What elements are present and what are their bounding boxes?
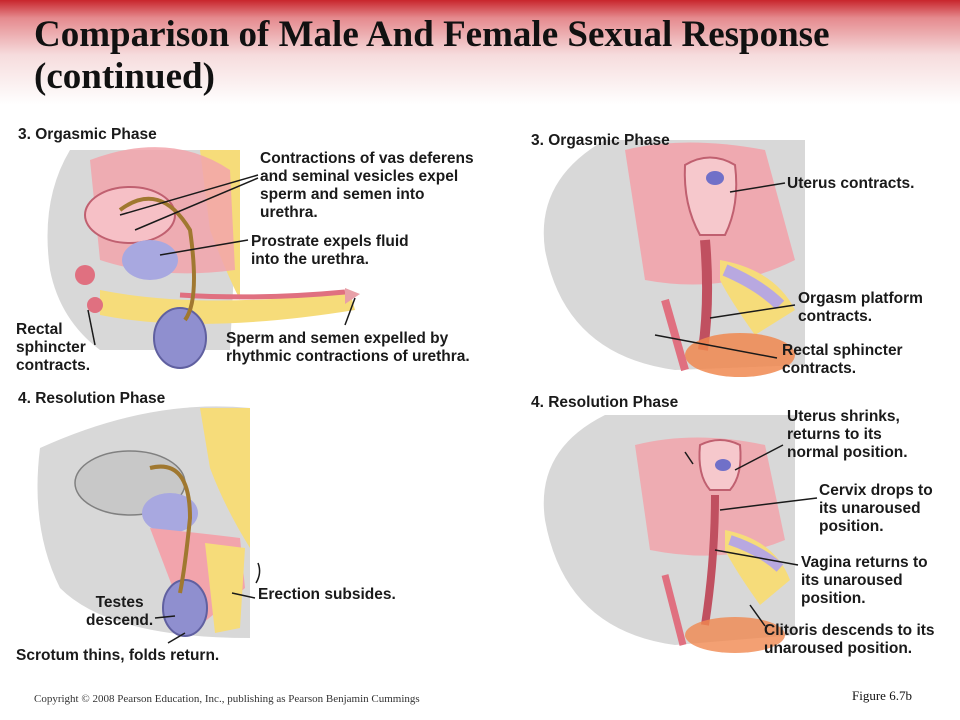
male-orgasmic-panel: 3. Orgasmic Phase Contractions of vas de… xyxy=(0,120,500,385)
copyright-notice: Copyright © 2008 Pearson Education, Inc.… xyxy=(34,693,420,705)
male-rectal-sphincter-label: Rectal sphincter contracts. xyxy=(16,321,91,374)
sperm-expelled-label: Sperm and semen expelled by rhythmic con… xyxy=(226,330,470,365)
vas-deferens-label: Contractions of vas deferens and seminal… xyxy=(260,150,474,221)
figure-reference: Figure 6.7b xyxy=(852,688,912,703)
prostate-label: Prostrate expels fluid into the urethra. xyxy=(251,233,409,268)
testes-descend-label: Testes descend. xyxy=(86,594,154,629)
male-resolution-panel: 4. Resolution Phase Erection subsides. T… xyxy=(0,388,500,670)
female-orgasmic-panel: 3. Orgasmic Phase Uterus contracts. Orga… xyxy=(525,120,955,390)
female-resolution-illustration xyxy=(543,415,818,653)
female-resolution-panel: 4. Resolution Phase Uterus shrinks, retu… xyxy=(525,390,955,670)
male-orgasmic-illustration xyxy=(10,130,360,370)
clitoris-descends-label: Clitoris descends to its unaroused posit… xyxy=(764,622,935,657)
cervix-drops-label: Cervix drops to its unaroused position. xyxy=(819,482,933,535)
orgasm-platform-label: Orgasm platform contracts. xyxy=(798,290,923,325)
uterus-contracts-label: Uterus contracts. xyxy=(787,175,915,192)
female-rectal-sphincter-label: Rectal sphincter contracts. xyxy=(782,342,903,377)
male-resolution-heading: 4. Resolution Phase xyxy=(18,390,166,407)
title-bar xyxy=(0,0,960,110)
scrotum-thins-label: Scrotum thins, folds return. xyxy=(16,647,220,664)
female-orgasmic-illustration xyxy=(543,140,805,377)
male-orgasmic-heading: 3. Orgasmic Phase xyxy=(18,126,157,143)
vagina-returns-label: Vagina returns to its unaroused position… xyxy=(801,554,928,607)
uterus-shrinks-label: Uterus shrinks, returns to its normal po… xyxy=(787,408,908,461)
erection-subsides-label: Erection subsides. xyxy=(258,586,396,603)
female-resolution-heading: 4. Resolution Phase xyxy=(531,394,679,411)
male-resolution-illustration xyxy=(37,406,261,644)
female-orgasmic-heading: 3. Orgasmic Phase xyxy=(531,132,670,149)
slide-title: Comparison of Male And Female Sexual Res… xyxy=(34,14,830,97)
